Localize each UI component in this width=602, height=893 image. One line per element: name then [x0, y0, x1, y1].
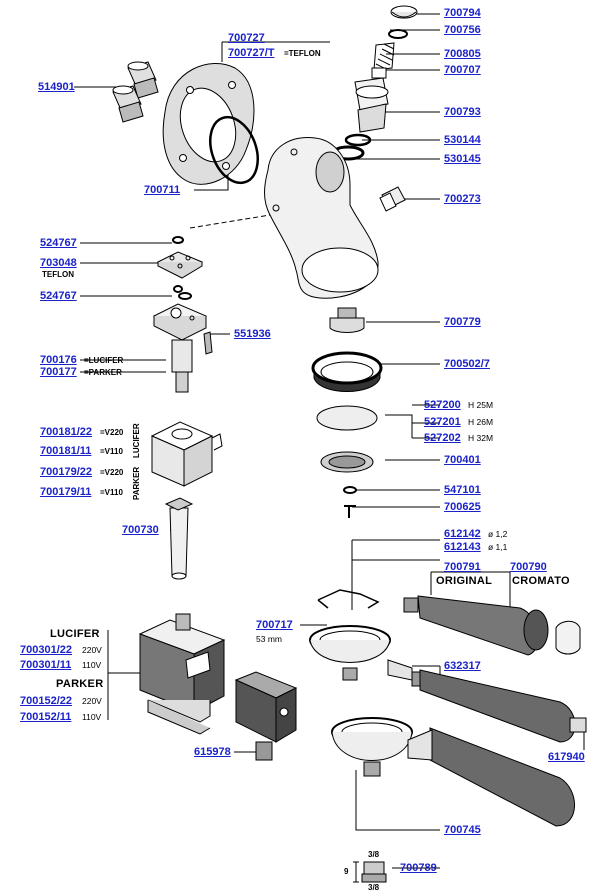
callout-700707[interactable]: 700707	[444, 64, 481, 76]
coil-parker-label: PARKER	[132, 466, 141, 500]
shower-parts	[311, 307, 383, 518]
callout-700717[interactable]: 700717	[256, 619, 293, 631]
note-700179-11: =V110	[100, 488, 123, 497]
fitting-side-size: 9	[344, 867, 349, 876]
callout-527202[interactable]: 527202	[424, 432, 461, 444]
note-700181-11: =V110	[100, 447, 123, 456]
callout-700152-22[interactable]: 700152/22	[20, 695, 72, 707]
callout-700301-22[interactable]: 700301/22	[20, 644, 72, 656]
cromato-header: CROMATO	[512, 575, 570, 587]
note-527201: H 26M	[468, 417, 494, 427]
callout-700805[interactable]: 700805	[444, 48, 481, 60]
note-700717: 53 mm	[256, 634, 282, 644]
callout-524767-top[interactable]: 524767	[40, 237, 77, 249]
handles	[403, 595, 587, 827]
callout-700177[interactable]: 700177	[40, 366, 77, 378]
callout-700152-11[interactable]: 700152/11	[20, 711, 72, 723]
callout-524767-bottom[interactable]: 524767	[40, 290, 77, 302]
callout-700273[interactable]: 700273	[444, 193, 481, 205]
callout-700727[interactable]: 700727	[228, 32, 265, 44]
spring-wire	[317, 589, 380, 609]
fitting-top-size: 3/8	[368, 850, 380, 859]
note-527200: H 25M	[468, 400, 494, 410]
note-527202: H 32M	[468, 433, 494, 443]
callout-700793[interactable]: 700793	[444, 106, 481, 118]
note-612143: ø 1,1	[488, 542, 508, 552]
callout-700794[interactable]: 700794	[444, 7, 481, 19]
solenoid-coil	[150, 421, 223, 487]
callout-700502-7[interactable]: 700502/7	[444, 358, 490, 370]
original-header: ORIGINAL	[436, 575, 493, 587]
note-parker: =PARKER	[84, 368, 122, 377]
callout-700779[interactable]: 700779	[444, 316, 481, 328]
callout-700625[interactable]: 700625	[444, 501, 481, 513]
callout-700711[interactable]: 700711	[144, 184, 181, 196]
callout-547101[interactable]: 547101	[444, 484, 481, 496]
coupling-pair	[112, 61, 159, 123]
note-teflon: =TEFLON	[284, 49, 321, 58]
callout-514901[interactable]: 514901	[38, 81, 75, 93]
callout-632317[interactable]: 632317	[444, 660, 481, 672]
callout-617940[interactable]: 617940	[548, 751, 585, 763]
callout-700181-11[interactable]: 700181/11	[40, 445, 92, 457]
portafilter-double	[331, 717, 433, 777]
note-700181-22: =V220	[100, 428, 124, 437]
callout-700176[interactable]: 700176	[40, 354, 77, 366]
fitting-bottom-size: 3/8	[368, 883, 380, 892]
solenoid-valve-complete	[138, 613, 298, 761]
callout-700756[interactable]: 700756	[444, 24, 481, 36]
note-700152-22: 220V	[82, 696, 102, 706]
portafilter-single	[309, 625, 413, 681]
callout-530145[interactable]: 530145	[444, 153, 481, 165]
note-700301-11: 110V	[82, 660, 102, 670]
callout-700401[interactable]: 700401	[444, 454, 481, 466]
parker-header: PARKER	[56, 678, 104, 690]
callout-615978[interactable]: 615978	[194, 746, 231, 758]
callout-700790[interactable]: 700790	[510, 561, 547, 573]
callout-700730[interactable]: 700730	[122, 524, 159, 536]
callout-700301-11[interactable]: 700301/11	[20, 659, 72, 671]
callout-527200[interactable]: 527200	[424, 399, 461, 411]
callout-700791[interactable]: 700791	[444, 561, 481, 573]
note-700301-22: 220V	[82, 645, 102, 655]
leader-lines	[74, 13, 585, 869]
tube	[164, 497, 194, 580]
note-700179-22: =V220	[100, 468, 124, 477]
callout-700179-22[interactable]: 700179/22	[40, 466, 92, 478]
callout-700179-11[interactable]: 700179/11	[40, 486, 92, 498]
coil-lucifer-label: LUCIFER	[132, 423, 141, 458]
callout-530144[interactable]: 530144	[444, 134, 481, 146]
solenoid-valve-body	[152, 236, 213, 393]
callout-700181-22[interactable]: 700181/22	[40, 426, 92, 438]
group-head	[264, 137, 379, 299]
callout-703048[interactable]: 703048	[40, 257, 77, 269]
lucifer-header: LUCIFER	[50, 628, 100, 640]
callout-527201[interactable]: 527201	[424, 416, 461, 428]
callout-700789[interactable]: 700789	[400, 862, 437, 874]
callout-612143[interactable]: 612143	[444, 541, 481, 553]
note-lucifer: =LUCIFER	[84, 356, 124, 365]
gasket-plate	[162, 63, 259, 185]
callout-700727t[interactable]: 700727/T	[228, 47, 275, 59]
callout-612142[interactable]: 612142	[444, 528, 481, 540]
note-612142: ø 1,2	[488, 529, 508, 539]
note-700152-11: 110V	[82, 712, 102, 722]
callout-700745[interactable]: 700745	[444, 824, 481, 836]
note-teflon-703048: TEFLON	[42, 270, 74, 279]
callout-551936[interactable]: 551936	[234, 328, 271, 340]
fitting-700789	[353, 861, 387, 883]
